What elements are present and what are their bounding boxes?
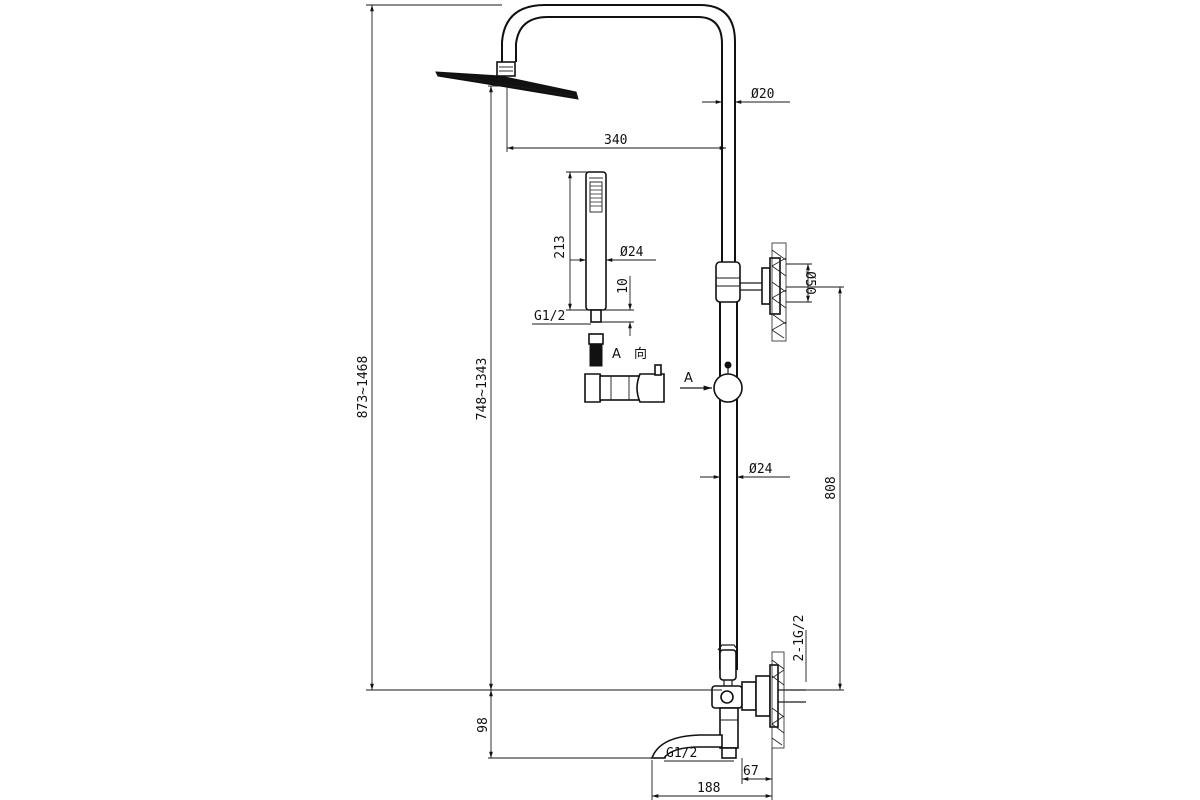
view-a-detail: A 向 A [584, 346, 712, 403]
shower-head-rim [441, 73, 575, 97]
hand-thread-label: G1/2 [534, 309, 565, 324]
wall-offset-label: 67 [743, 764, 759, 779]
hand-dia-label: Ø24 [620, 245, 644, 260]
hand-neck-label: 10 [616, 278, 631, 294]
hand-shower-neck [590, 309, 602, 323]
dim-hand-dia: Ø24 [570, 245, 656, 262]
bracket-flange [769, 257, 781, 315]
hand-shower-spray-face [589, 181, 603, 213]
mixer-eccentric [755, 675, 771, 717]
dim-flange: Ø50 [786, 263, 817, 303]
dim-total-height: 873~1468 [356, 4, 722, 691]
dim-inlet-thread: 2-1G/2 [792, 615, 807, 682]
spout-nut [721, 747, 737, 759]
hand-length-label: 213 [553, 235, 568, 258]
bracket-arm-nut [761, 267, 771, 305]
arm-pipe-inner [515, 16, 723, 262]
slider-holder [713, 361, 743, 403]
dim-head-reach: 340 [506, 86, 726, 152]
bracket-height-label: 808 [824, 476, 839, 499]
total-height-label: 873~1468 [356, 356, 371, 419]
mixer-nut [741, 681, 757, 711]
inlet-thread-label: 2-1G/2 [792, 615, 807, 662]
mixer-flange [769, 664, 779, 728]
view-direction-label: 向 [634, 346, 647, 362]
slider-ring [713, 373, 743, 403]
shower-head [435, 61, 579, 100]
dim-bracket-height: 808 [786, 286, 844, 691]
view-a-knob [654, 364, 662, 376]
dim-spout-thread: G1/2 [664, 746, 734, 762]
arrow-a-label: A [684, 371, 693, 386]
diverter-knob [719, 649, 737, 681]
spout-thread-label: G1/2 [666, 746, 697, 761]
pipe-top-dia-label: Ø20 [751, 87, 774, 102]
hose-end [589, 343, 603, 367]
view-a-label: A [612, 347, 621, 362]
dim-pipe-low: Ø24 [700, 462, 790, 479]
dim-hand-thread: G1/2 [532, 309, 591, 325]
flange-dia-label: Ø50 [802, 271, 817, 294]
wall-hatch-lower [771, 651, 785, 749]
spout-height-label: 98 [476, 717, 491, 733]
hand-shower-body [585, 171, 607, 311]
dim-slide-height: 748~1343 [475, 85, 500, 690]
view-a-clamp-mid [599, 375, 641, 401]
dim-spout-height: 98 [476, 690, 652, 759]
hose-nut [588, 333, 604, 345]
mixer-body [650, 644, 806, 759]
dim-spout-reach: 188 [651, 760, 772, 800]
dim-wall-offset: 67 [741, 748, 773, 800]
hand-shower [585, 171, 607, 367]
spout-reach-label: 188 [697, 781, 720, 796]
head-reach-label: 340 [604, 133, 627, 148]
dim-hand-length: 213 [553, 171, 588, 311]
dim-pipe-top: Ø20 [702, 87, 790, 104]
dim-hand-neck: 10 [601, 276, 634, 336]
slide-height-label: 748~1343 [475, 358, 490, 421]
shower-head-joint [496, 61, 516, 77]
riser-pipe [501, 4, 738, 670]
view-a-clamp-right [636, 373, 665, 403]
arm-pipe-outer [501, 4, 736, 262]
upper-bracket [715, 242, 787, 342]
pipe-low-dia-label: Ø24 [749, 462, 773, 477]
bracket-sleeve [715, 261, 741, 303]
